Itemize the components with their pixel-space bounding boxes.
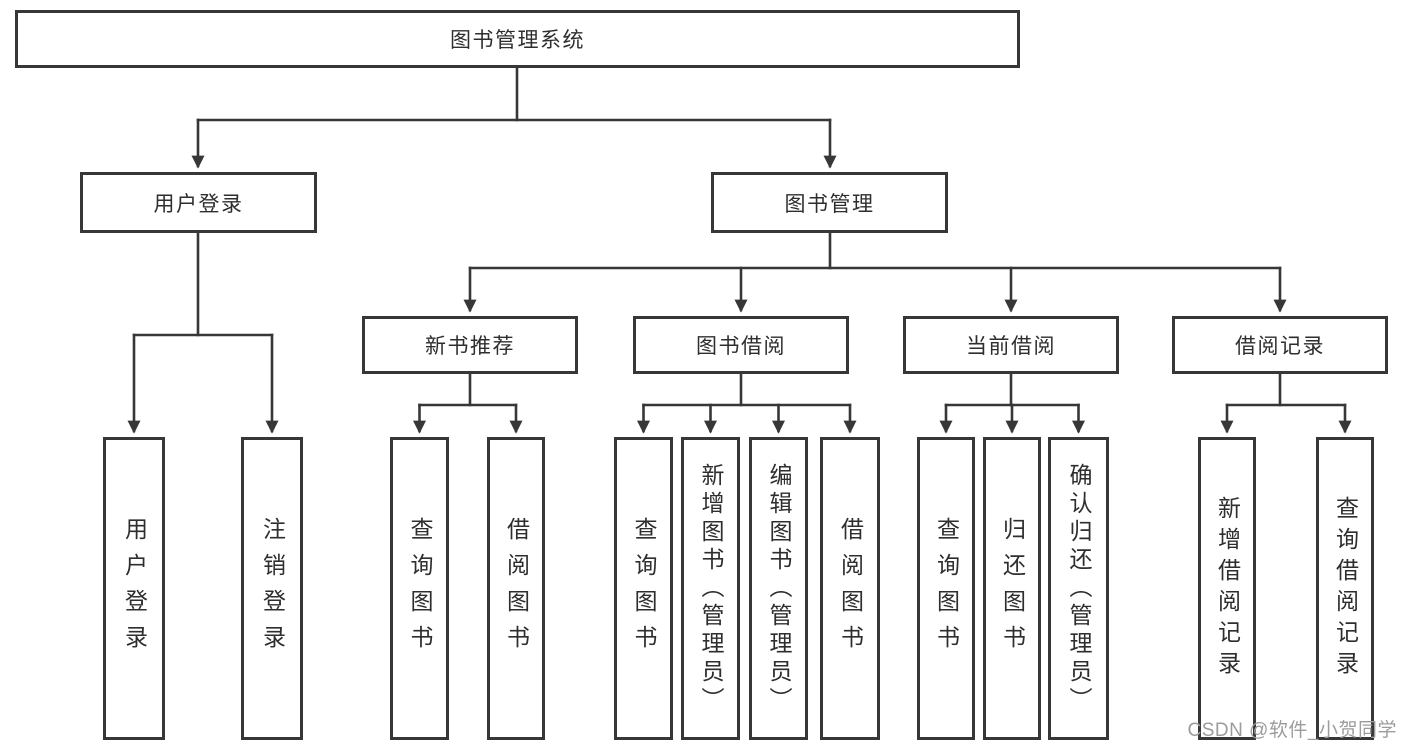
- node-label: 注销登录: [259, 516, 286, 661]
- node-label: 借阅图书: [837, 516, 864, 661]
- node-label: 查询借阅记录: [1332, 495, 1359, 682]
- leaf-confirm-return-admin: 确认归还（管理员）: [1048, 437, 1109, 740]
- node-label: 归还图书: [999, 516, 1026, 661]
- node-new-book-recommendation: 新书推荐: [362, 316, 578, 374]
- node-library-management-system: 图书管理系统: [15, 10, 1020, 68]
- node-user-login: 用户登录: [80, 172, 317, 233]
- csdn-watermark: CSDN @软件_小贺同学: [1187, 720, 1397, 741]
- leaf-return-books: 归还图书: [983, 437, 1041, 740]
- node-label: 用户登录: [121, 516, 148, 661]
- node-current-borrowing: 当前借阅: [903, 316, 1119, 374]
- node-label: 查询图书: [631, 516, 657, 661]
- leaf-borrow-books-recommend: 借阅图书: [487, 437, 545, 740]
- node-label: 确认归还（管理员）: [1066, 462, 1092, 715]
- node-label: 当前借阅: [966, 335, 1056, 358]
- leaf-query-borrow-record: 查询借阅记录: [1316, 437, 1374, 740]
- node-label: 图书管理系统: [450, 29, 585, 52]
- node-label: 借阅记录: [1235, 335, 1325, 358]
- node-borrowing-records: 借阅记录: [1172, 316, 1388, 374]
- leaf-add-borrow-record: 新增借阅记录: [1198, 437, 1256, 740]
- leaf-user-login: 用户登录: [103, 437, 165, 740]
- node-book-management: 图书管理: [711, 172, 948, 233]
- leaf-logout: 注销登录: [241, 437, 303, 740]
- leaf-borrow-books: 借阅图书: [820, 437, 880, 740]
- node-book-borrowing: 图书借阅: [633, 316, 849, 374]
- node-label: 查询图书: [407, 516, 433, 661]
- node-label: 新书推荐: [425, 335, 515, 358]
- leaf-query-books-recommend: 查询图书: [390, 437, 449, 740]
- node-label: 编辑图书（管理员）: [766, 462, 792, 715]
- leaf-query-books-current: 查询图书: [917, 437, 975, 740]
- node-label: 新增图书（管理员）: [698, 462, 724, 715]
- leaf-edit-books-admin: 编辑图书（管理员）: [749, 437, 808, 740]
- node-label: 用户登录: [153, 192, 244, 216]
- leaf-add-books-admin: 新增图书（管理员）: [681, 437, 740, 740]
- leaf-query-books-borrow: 查询图书: [614, 437, 673, 740]
- node-label: 借阅图书: [503, 516, 530, 661]
- node-label: 查询图书: [933, 516, 960, 661]
- node-label: 图书管理: [784, 192, 875, 216]
- node-label: 新增借阅记录: [1214, 495, 1241, 682]
- node-label: 图书借阅: [696, 335, 786, 358]
